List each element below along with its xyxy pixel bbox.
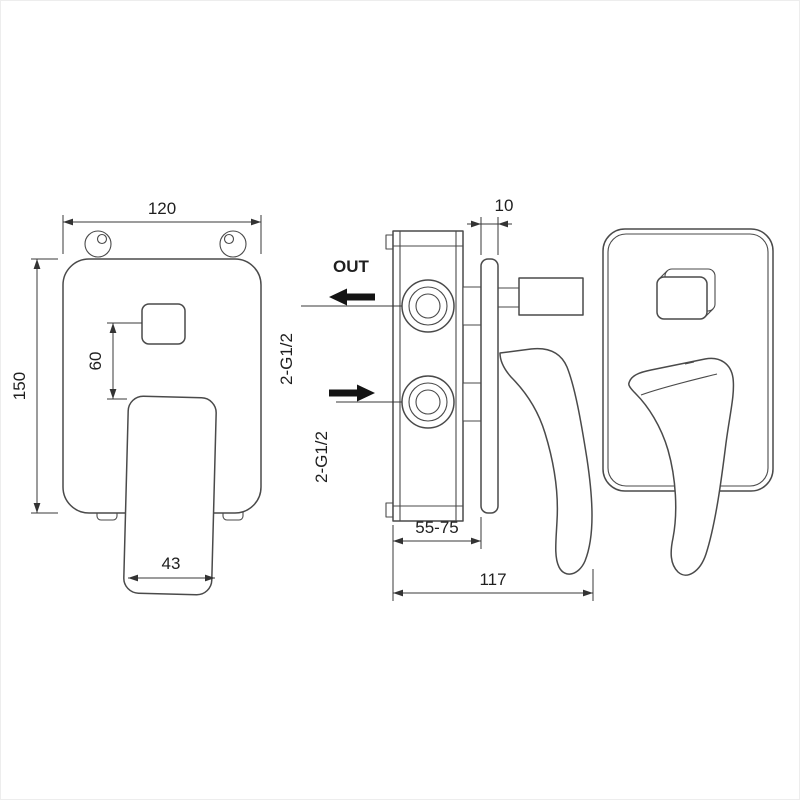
- port-connector-bottom: [462, 382, 482, 422]
- diverter-button-front: [141, 303, 186, 345]
- mounting-tab-right-slot: [223, 233, 235, 245]
- dim-handle-width-label: 43: [162, 554, 181, 573]
- mounting-tab-left: [84, 230, 112, 258]
- mounting-tab-right: [219, 230, 247, 258]
- body-ear-top: [385, 234, 394, 250]
- dim-plate-width: 120: [62, 199, 262, 254]
- thread-top-label: 2-G1/2: [277, 333, 296, 385]
- dim-plate-height-label: 150: [10, 372, 29, 400]
- side-view: OUT 2-G1/2 2-G1/2 10 55-75 117: [277, 196, 594, 601]
- front-view: 120 150 60 43: [10, 199, 262, 596]
- diverter-button-perspective: [656, 268, 716, 320]
- dim-plate-height: 150: [10, 258, 58, 514]
- perspective-view: [602, 228, 774, 576]
- mixer-handle-perspective: [628, 357, 735, 576]
- out-label: OUT: [333, 257, 370, 276]
- flow-arrow-out-icon: [329, 288, 375, 306]
- dim-button-offset: 60: [86, 322, 142, 400]
- thread-bottom-label: 2-G1/2: [312, 431, 331, 483]
- handle-body: [628, 357, 735, 576]
- diverter-button-side: [518, 277, 584, 316]
- mounting-tab-left-slot: [96, 233, 108, 245]
- mixer-handle-front: [123, 395, 217, 596]
- dim-plate-width-label: 120: [148, 199, 176, 218]
- dim-plate-thickness: 10: [467, 196, 513, 255]
- face-plate-side-profile: [480, 258, 499, 514]
- body-ear-bottom: [385, 502, 394, 518]
- dim-overall-depth-label: 117: [479, 570, 506, 589]
- flow-arrow-in-icon: [329, 384, 375, 402]
- dim-button-offset-label: 60: [86, 352, 105, 371]
- dim-overall-depth: 117: [393, 569, 594, 601]
- valve-body-detail-lines: [393, 231, 463, 521]
- dim-installation-depth-label: 55-75: [415, 518, 458, 537]
- mixer-handle-side: [499, 347, 593, 575]
- handle-notch-line: [684, 361, 695, 365]
- valve-port-top: [401, 279, 455, 333]
- dim-plate-thickness-label: 10: [495, 196, 514, 215]
- dim-installation-depth: 55-75: [392, 517, 482, 601]
- button-depth-edges: [658, 270, 714, 318]
- dim-handle-width: 43: [128, 554, 215, 582]
- handle-top-face-line: [640, 373, 718, 396]
- button-front-face: [656, 276, 708, 320]
- port-connector-top: [462, 286, 482, 326]
- button-stem-side: [498, 287, 519, 308]
- valve-port-bottom: [401, 375, 455, 429]
- port-leader-lines: [301, 305, 402, 403]
